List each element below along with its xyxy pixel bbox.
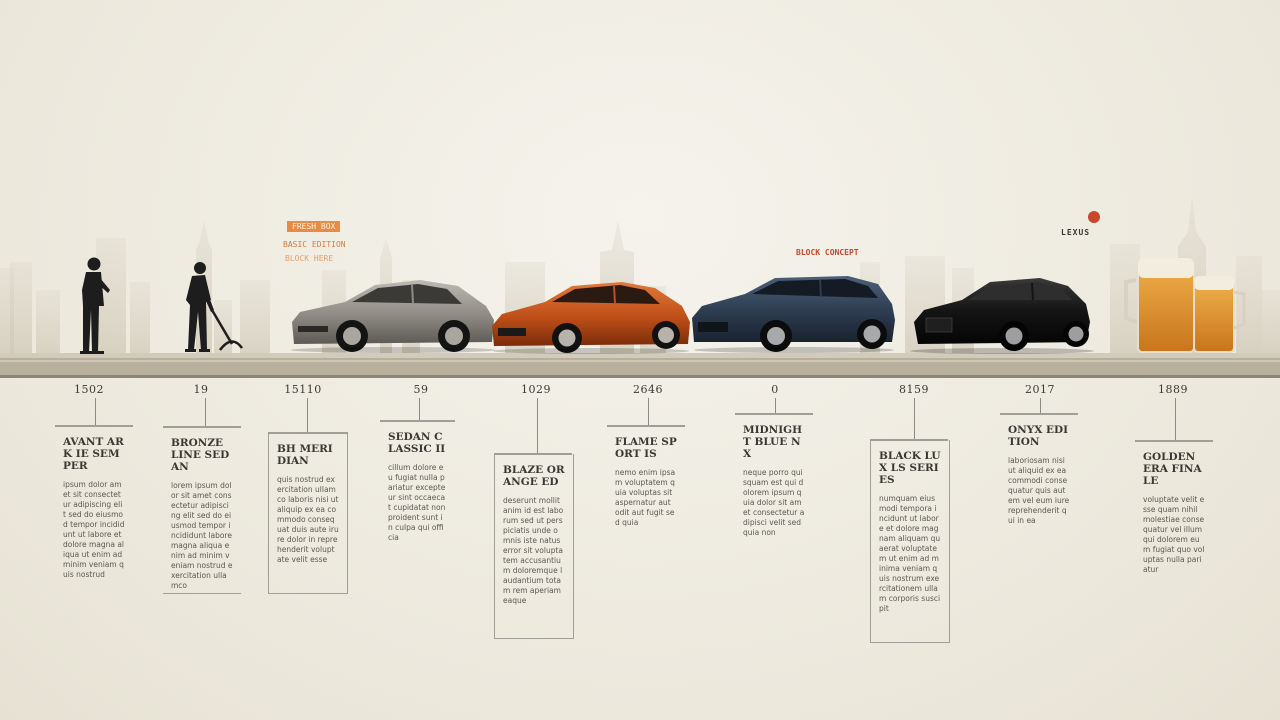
logo-text: LEXUS — [1061, 228, 1091, 237]
card-title: MIDNIGHT BLUE NX — [743, 424, 803, 460]
card-top-bar — [735, 413, 813, 415]
connector-line — [648, 398, 649, 425]
card-top-bar — [870, 439, 948, 441]
tag-orange-2: BASIC EDITION — [283, 240, 346, 249]
person-silhouette — [80, 257, 110, 354]
tag-orange-3: BLOCK HERE — [285, 254, 334, 263]
worker-silhouette — [185, 262, 244, 352]
timeline-card: ONYX EDITION laboriosam nisi ut aliquid e… — [1000, 414, 1078, 538]
card-body: neque porro quisquam est qui dolorem ips… — [743, 468, 805, 537]
card-top-bar — [55, 425, 133, 427]
connector-line — [307, 398, 308, 432]
timeline-card: BLACK LUX LS SERIES numquam eius modi tem… — [870, 440, 950, 643]
card-body: lorem ipsum dolor sit amet consectetur a… — [171, 481, 233, 590]
card-top-bar — [607, 425, 685, 427]
year-label: 19 — [193, 383, 209, 396]
card-title: ONYX EDITION — [1008, 424, 1069, 448]
timeline-card: MIDNIGHT BLUE NX neque porro quisquam est… — [735, 414, 813, 554]
card-body: cillum dolore eu fugiat nulla pariatur e… — [388, 463, 446, 542]
year-label: 1029 — [521, 383, 551, 396]
timeline-card: SEDAN CLASSIC II cillum dolore eu fugiat … — [380, 421, 455, 551]
card-body: voluptate velit esse quam nihil molestia… — [1143, 495, 1205, 574]
timeline-card: BH MERIDIAN quis nostrud exercitation ull… — [268, 433, 348, 594]
timeline-card: AVANT ARK IE SEMPER ipsum dolor amet sit … — [55, 426, 133, 586]
logo-emblem — [1088, 211, 1100, 223]
card-body: quis nostrud exercitation ullamco labori… — [277, 475, 339, 564]
card-title: SEDAN CLASSIC II — [388, 431, 446, 455]
year-label: 2646 — [633, 383, 663, 396]
card-body: ipsum dolor amet sit consectetur adipisc… — [63, 480, 125, 579]
timeline-track — [0, 353, 1280, 378]
card-top-bar — [1135, 440, 1213, 442]
year-label: 2017 — [1025, 383, 1055, 396]
year-label: 1889 — [1158, 383, 1188, 396]
timeline-card: BLAZE ORANGE ED deserunt mollit anim id e… — [494, 454, 574, 639]
year-label: 1502 — [74, 383, 104, 396]
orange-sedan — [492, 282, 690, 354]
card-title: BH MERIDIAN — [277, 443, 333, 467]
timeline-card: BRONZE LINE SEDAN lorem ipsum dolor sit a… — [163, 427, 241, 594]
black-sedan — [910, 278, 1094, 354]
blue-suv — [692, 276, 895, 353]
card-title: GOLDEN ERA FINALE — [1143, 451, 1202, 487]
timeline-card: GOLDEN ERA FINALE voluptate velit esse qu… — [1135, 441, 1213, 591]
connector-line — [419, 398, 420, 420]
tag-red: BLOCK CONCEPT — [796, 248, 859, 257]
card-top-bar — [494, 453, 572, 455]
connector-line — [205, 398, 206, 426]
year-label: 0 — [771, 383, 779, 396]
card-top-bar — [268, 432, 348, 434]
card-body: nemo enim ipsam voluptatem quia voluptas… — [615, 468, 676, 527]
year-label: 15110 — [284, 383, 322, 396]
connector-line — [95, 398, 96, 425]
card-body: numquam eius modi tempora incidunt ut la… — [879, 494, 941, 613]
card-title: BRONZE LINE SEDAN — [171, 437, 230, 473]
card-title: BLAZE ORANGE ED — [503, 464, 565, 488]
year-label: 8159 — [899, 383, 929, 396]
tag-orange-1: FRESH BOX — [287, 221, 341, 232]
connector-line — [914, 398, 915, 439]
connector-line — [537, 398, 538, 453]
connector-line — [775, 398, 776, 413]
card-body: laboriosam nisi ut aliquid ex ea commodi… — [1008, 456, 1070, 525]
card-top-bar — [163, 426, 241, 428]
card-title: FLAME SPORT IS — [615, 436, 677, 460]
card-top-bar — [1000, 413, 1078, 415]
connector-line — [1175, 398, 1176, 440]
card-top-bar — [380, 420, 455, 422]
card-body: deserunt mollit anim id est laborum sed … — [503, 496, 564, 605]
timeline-card: FLAME SPORT IS nemo enim ipsam voluptatem… — [607, 426, 685, 527]
connector-line — [1040, 398, 1041, 413]
beer-glasses — [1124, 258, 1246, 353]
silver-sedan — [291, 280, 495, 353]
card-title: AVANT ARK IE SEMPER — [63, 436, 124, 472]
year-label: 59 — [413, 383, 429, 396]
card-title: BLACK LUX LS SERIES — [879, 450, 941, 486]
